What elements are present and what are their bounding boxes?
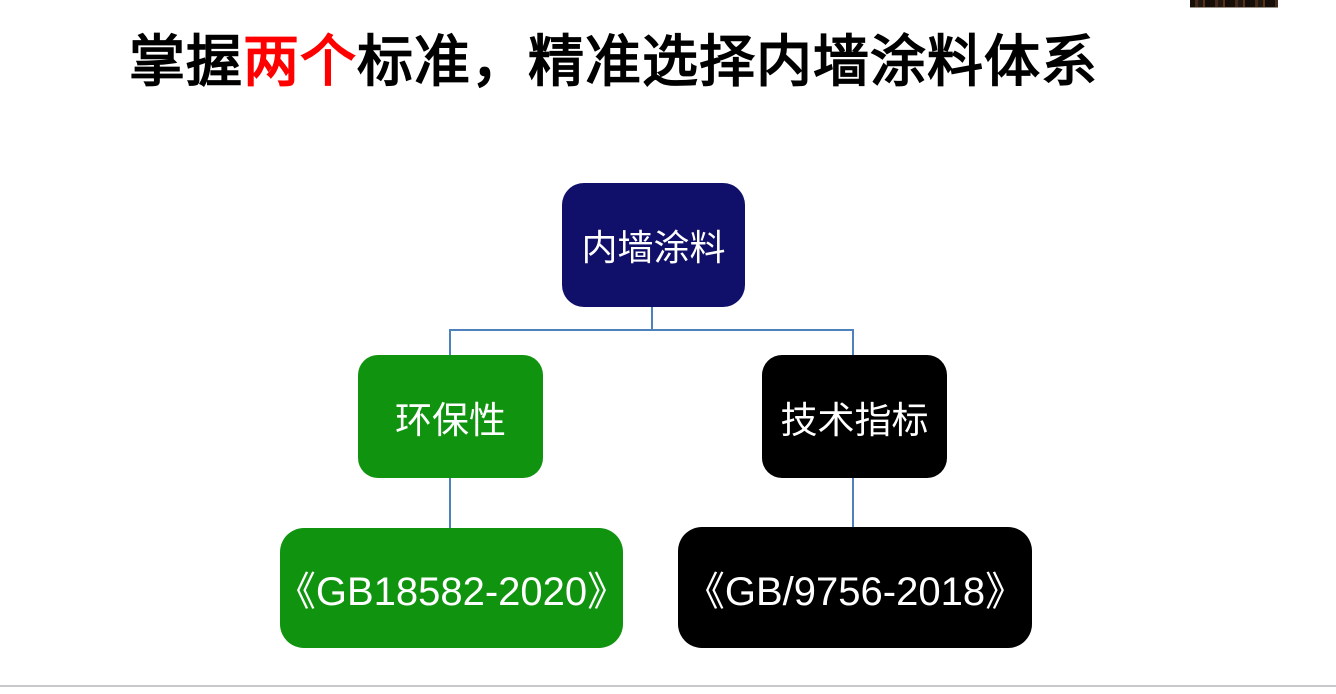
node-standard-gb18582: 《GB18582-2020》 — [276, 528, 627, 648]
connector-right-branch-down — [852, 330, 854, 356]
connector-env-to-standard — [449, 478, 451, 529]
connector-left-branch-down — [449, 330, 451, 356]
slide-footer-divider — [0, 685, 1336, 687]
title-suffix: 标准，精准选择内墙涂料体系 — [357, 30, 1098, 93]
title-prefix: 掌握 — [129, 30, 243, 93]
connector-horizontal — [449, 329, 854, 331]
title-highlight: 两个 — [243, 30, 357, 93]
page-title: 掌握两个标准，精准选择内墙涂料体系 — [129, 30, 1098, 94]
connector-tech-to-standard — [852, 478, 854, 528]
node-category-environmental: 环保性 — [358, 355, 543, 478]
node-category-technical: 技术指标 — [762, 355, 947, 478]
connector-root-down — [651, 307, 653, 331]
node-standard-gb9756: 《GB/9756-2018》 — [678, 527, 1032, 648]
node-interior-wall-coating: 内墙涂料 — [562, 183, 745, 307]
partial-logo-image — [1190, 0, 1278, 8]
